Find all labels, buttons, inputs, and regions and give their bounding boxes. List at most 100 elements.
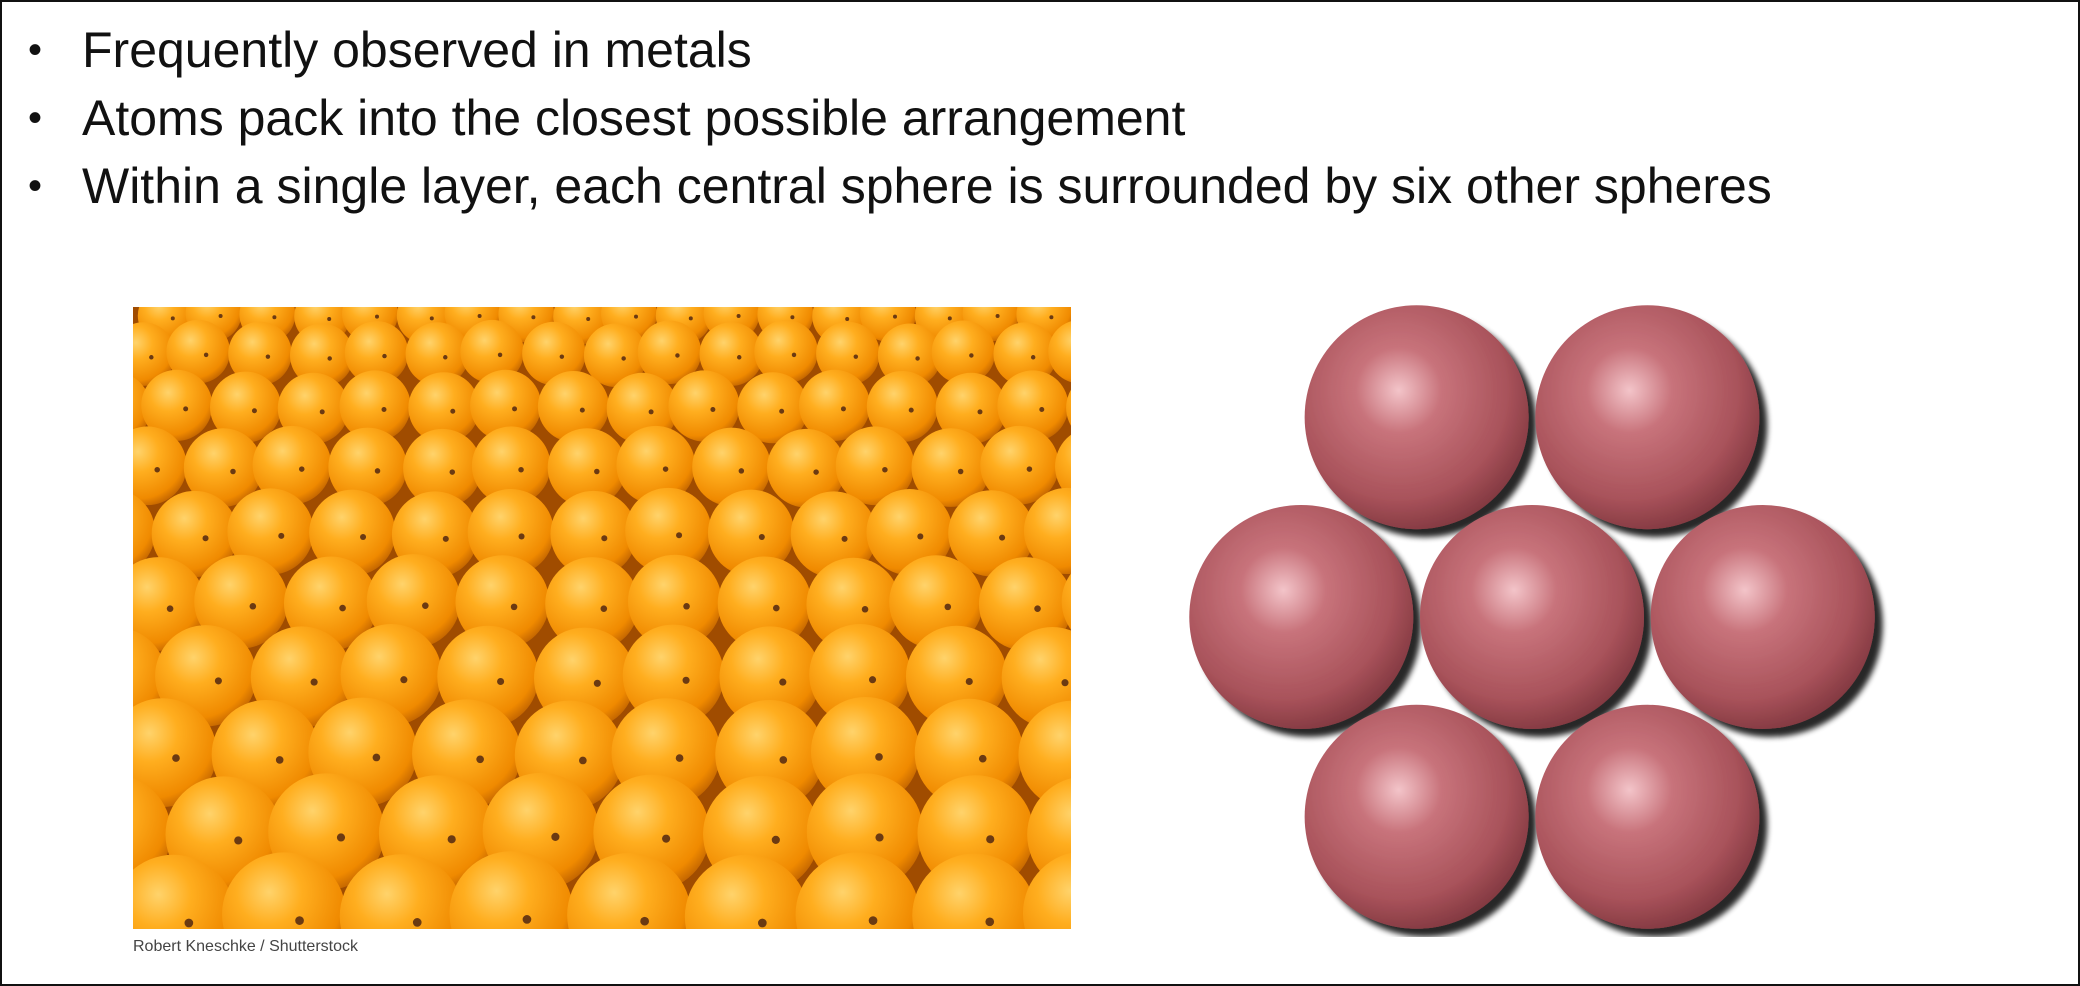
orange-navel bbox=[791, 352, 797, 358]
orange-fruit bbox=[455, 555, 550, 650]
orange-fruit bbox=[935, 372, 1007, 444]
orange-navel bbox=[813, 469, 819, 475]
orange-fruit bbox=[537, 370, 609, 443]
orange-navel bbox=[915, 356, 920, 361]
orange-fruit bbox=[707, 489, 795, 576]
spheres-group bbox=[1189, 305, 1875, 929]
orange-navel bbox=[510, 603, 518, 611]
surrounding-sphere bbox=[1535, 704, 1760, 929]
orange-fruit bbox=[866, 370, 938, 443]
orange-navel bbox=[621, 356, 626, 361]
orange-navel bbox=[559, 354, 565, 359]
orange-navel bbox=[868, 916, 878, 925]
orange-fruit bbox=[1061, 573, 1071, 630]
orange-fruit bbox=[835, 426, 915, 506]
orange-navel bbox=[586, 317, 591, 321]
orange-fruit bbox=[227, 488, 314, 575]
orange-navel bbox=[203, 352, 209, 358]
orange-navel bbox=[1034, 605, 1041, 612]
orange-navel bbox=[978, 754, 987, 763]
orange-fruit bbox=[1048, 321, 1071, 383]
orange-navel bbox=[218, 314, 223, 318]
orange-navel bbox=[779, 756, 788, 764]
orange-navel bbox=[184, 918, 194, 928]
orange-navel bbox=[336, 833, 346, 842]
orange-navel bbox=[442, 535, 449, 542]
orange-navel bbox=[790, 315, 795, 320]
orange-navel bbox=[476, 755, 484, 764]
orange-navel bbox=[986, 835, 995, 844]
orange-fruit bbox=[133, 494, 156, 570]
orange-fruit bbox=[1022, 852, 1071, 929]
bullet-item: • Atoms pack into the closest possible a… bbox=[28, 84, 1772, 152]
orange-fruit bbox=[339, 854, 464, 929]
bullet-dot: • bbox=[28, 164, 43, 208]
orange-fruit bbox=[155, 625, 257, 727]
orange-navel bbox=[675, 754, 684, 762]
orange-fruit bbox=[877, 323, 942, 388]
orange-navel bbox=[251, 408, 257, 414]
orange-navel bbox=[861, 605, 869, 613]
orange-fruit bbox=[799, 369, 871, 441]
orange-fruit bbox=[133, 322, 176, 386]
orange-fruit bbox=[889, 555, 983, 650]
orange-navel bbox=[298, 466, 305, 472]
orange-fruit bbox=[717, 556, 812, 651]
bullet-text: Frequently observed in metals bbox=[82, 22, 752, 78]
orange-navel bbox=[477, 314, 482, 318]
orange-navel bbox=[845, 317, 850, 321]
bullet-item: • Within a single layer, each central sp… bbox=[28, 152, 1772, 220]
orange-navel bbox=[779, 408, 785, 414]
spheres-diagram bbox=[1189, 305, 1875, 929]
orange-fruit bbox=[166, 319, 230, 384]
orange-navel bbox=[710, 407, 716, 412]
orange-fruit bbox=[810, 697, 920, 806]
orange-navel bbox=[579, 756, 587, 765]
surrounding-sphere bbox=[1304, 704, 1529, 929]
oranges-image bbox=[133, 307, 1071, 929]
orange-navel bbox=[327, 356, 332, 361]
orange-navel bbox=[422, 602, 429, 609]
orange-fruit bbox=[684, 854, 809, 929]
orange-fruit bbox=[550, 490, 637, 578]
orange-fruit bbox=[228, 321, 292, 386]
orange-fruit bbox=[522, 321, 586, 386]
orange-navel bbox=[360, 534, 367, 541]
orange-navel bbox=[601, 535, 608, 542]
orange-navel bbox=[531, 315, 536, 320]
orange-fruit bbox=[344, 321, 409, 385]
orange-fruit bbox=[151, 490, 238, 578]
bullet-list: • Frequently observed in metals • Atoms … bbox=[28, 16, 1772, 220]
orange-navel bbox=[736, 314, 741, 318]
orange-navel bbox=[738, 468, 745, 474]
orange-navel bbox=[995, 314, 1000, 318]
orange-navel bbox=[841, 535, 848, 542]
central-sphere bbox=[1420, 505, 1644, 729]
orange-navel bbox=[758, 534, 765, 541]
orange-navel bbox=[662, 466, 669, 472]
orange-fruit bbox=[637, 320, 702, 385]
orange-fruit bbox=[809, 623, 911, 726]
orange-fruit bbox=[692, 427, 771, 507]
orange-navel bbox=[249, 602, 257, 610]
orange-fruit bbox=[133, 698, 217, 808]
orange-fruit bbox=[1055, 434, 1071, 499]
orange-fruit bbox=[289, 323, 354, 388]
orange-navel bbox=[985, 917, 995, 927]
orange-navel bbox=[166, 605, 174, 612]
orange-navel bbox=[737, 355, 742, 360]
orange-fruit bbox=[470, 369, 542, 441]
orange-navel bbox=[908, 407, 914, 413]
orange-fruit bbox=[328, 427, 408, 507]
orange-navel bbox=[682, 676, 690, 684]
orange-fruit bbox=[449, 851, 574, 929]
orange-fruit bbox=[133, 426, 187, 506]
orange-navel bbox=[375, 314, 379, 319]
orange-fruit bbox=[912, 853, 1037, 929]
orange-navel bbox=[868, 676, 877, 684]
orange-navel bbox=[400, 676, 408, 684]
bullet-dot: • bbox=[28, 28, 43, 72]
orange-navel bbox=[278, 532, 285, 539]
orange-fruit bbox=[545, 557, 639, 651]
orange-fruit bbox=[795, 852, 920, 929]
